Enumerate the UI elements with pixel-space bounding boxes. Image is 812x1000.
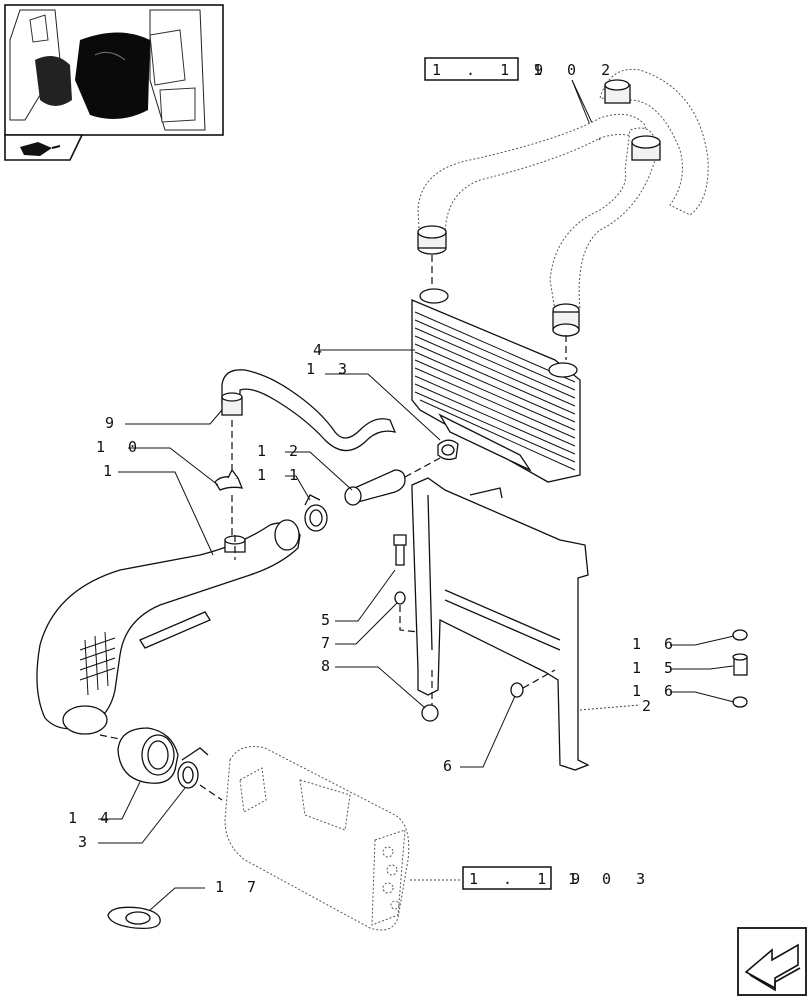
callout-5: 5 (321, 611, 337, 629)
reference-upper[interactable]: 1 . 1 9 1 0 2 (424, 57, 618, 141)
clip-13[interactable] (437, 439, 459, 461)
sleeve-14[interactable] (117, 727, 179, 784)
nut-16-lower[interactable] (732, 696, 748, 708)
callout-12: 1 2 (257, 442, 305, 460)
leader-lines (98, 349, 735, 911)
washer-7[interactable] (394, 591, 406, 605)
callout-16-upper: 1 6 (632, 635, 680, 653)
engine-component-icon (4, 134, 84, 161)
clamp-3[interactable] (177, 747, 209, 789)
callout-8: 8 (321, 657, 337, 675)
clamp-11[interactable] (304, 494, 328, 532)
nut-16-upper[interactable] (732, 629, 748, 641)
callout-16-lower: 1 6 (632, 682, 680, 700)
callout-11: 1 1 (257, 466, 305, 484)
clip-10[interactable] (214, 468, 244, 491)
reference-lower[interactable]: 1 . 1 9 1 0 3 (462, 866, 653, 890)
callout-10: 1 0 (96, 438, 144, 456)
hose-12[interactable] (344, 469, 406, 506)
hose-9[interactable] (221, 369, 397, 452)
nut-6[interactable] (510, 682, 524, 698)
callout-13: 1 3 (306, 360, 354, 378)
reference-lower-boxed: 1 . 1 9 (469, 870, 588, 888)
locator-thumbnail (4, 4, 224, 136)
ghost-air-filter (224, 746, 410, 931)
air-intake-tube[interactable] (36, 519, 301, 735)
reference-upper-suffix: 1 0 2 (533, 61, 618, 79)
callout-14: 1 4 (68, 809, 116, 827)
spacer-15[interactable] (732, 653, 748, 676)
ghost-hose-upper (417, 68, 709, 337)
bracket-frame[interactable] (411, 477, 590, 771)
callout-2: 2 (642, 697, 658, 715)
previous-page-arrow-icon[interactable] (737, 927, 807, 996)
callout-4: 4 (313, 341, 329, 359)
reference-lower-suffix: 1 0 3 (568, 870, 653, 888)
callout-17: 1 7 (215, 878, 263, 896)
nut-8[interactable] (421, 704, 439, 722)
reference-upper-boxed: 1 . 1 9 (432, 61, 551, 79)
tube-grille (79, 631, 116, 696)
bolt-5[interactable] (393, 534, 407, 566)
callout-3: 3 (78, 833, 94, 851)
cooler-fins (414, 311, 576, 471)
callout-7: 7 (321, 634, 337, 652)
callout-labels: 4 1 3 9 1 0 1 1 2 1 1 5 7 8 1 6 1 5 1 6 … (68, 341, 680, 896)
callout-1: 1 (103, 462, 119, 480)
callout-6: 6 (443, 757, 459, 775)
callout-9: 9 (105, 414, 121, 432)
oil-cooler[interactable] (411, 288, 581, 483)
clamp-17[interactable] (107, 906, 161, 930)
callout-15: 1 5 (632, 659, 680, 677)
